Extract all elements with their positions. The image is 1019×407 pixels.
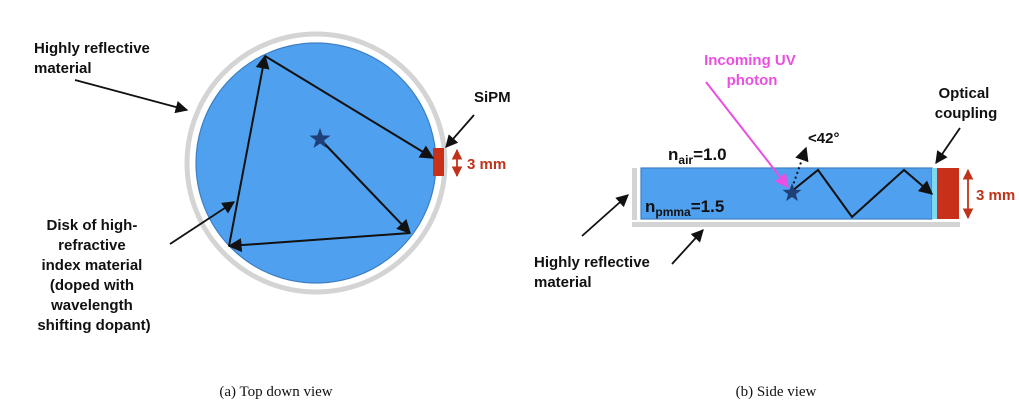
escape-cone-arrow: [791, 146, 809, 189]
uv-photon-arrow: [705, 81, 789, 189]
side-reflector-bottom: [632, 222, 960, 227]
side-view-panel: Incoming UV photon <42° nair=1.0 npmma=1…: [534, 52, 1015, 400]
sipm-block: [433, 148, 444, 176]
sipm-label: SiPM: [474, 89, 511, 106]
disk-arrow: [169, 201, 236, 245]
caption-a: (a) Top down view: [219, 384, 332, 400]
n-pmma-label: npmma=1.5: [645, 197, 724, 219]
emission-star-icon: [309, 128, 331, 148]
side-reflective-arrow-bottom: [671, 229, 704, 265]
optical-coupling-arrow: [935, 127, 961, 165]
top-reflective-label: Highly reflective material: [34, 40, 154, 77]
angle-label: <42°: [808, 130, 839, 147]
uv-photon-label: Incoming UV photon: [704, 52, 800, 89]
side-sipm-block: [937, 168, 959, 219]
caption-b: (b) Side view: [736, 384, 817, 400]
side-dimension-label: 3 mm: [976, 187, 1015, 204]
disk-label: Disk of high- refractive index material …: [37, 217, 150, 334]
top-reflective-arrow: [74, 79, 189, 114]
side-emission-star-icon: [782, 183, 802, 202]
light-path-top: [227, 54, 435, 253]
optical-coupling: [932, 168, 937, 219]
side-reflector-left: [632, 168, 637, 220]
n-air-label: nair=1.0: [668, 145, 727, 167]
light-path-side: [791, 168, 934, 219]
top-view-panel: Highly reflective material SiPM 3 mm Dis…: [34, 31, 511, 400]
top-dimension-label: 3 mm: [467, 156, 506, 173]
sipm-arrow: [445, 114, 475, 148]
disk: [195, 42, 437, 284]
side-reflective-label: Highly reflective material: [534, 254, 654, 291]
side-reflective-arrow-left: [581, 194, 629, 237]
optical-coupling-label: Optical coupling: [935, 85, 998, 122]
reflective-ring: [184, 31, 448, 295]
